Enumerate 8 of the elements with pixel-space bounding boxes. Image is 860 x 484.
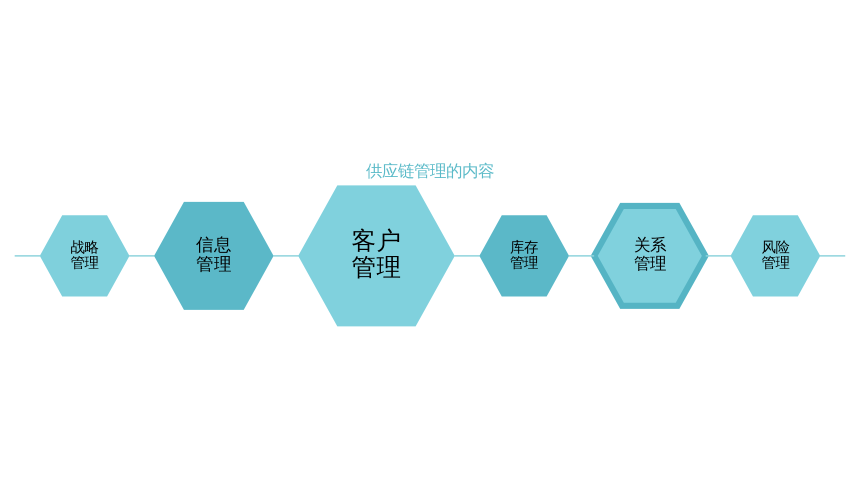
diagram-title: 供应链管理的内容: [366, 160, 494, 180]
connector: [706, 254, 732, 256]
connector: [273, 254, 299, 256]
connector: [129, 254, 155, 256]
connector: [820, 254, 846, 256]
connector: [568, 254, 594, 256]
connector: [454, 254, 480, 256]
connector: [14, 254, 40, 256]
